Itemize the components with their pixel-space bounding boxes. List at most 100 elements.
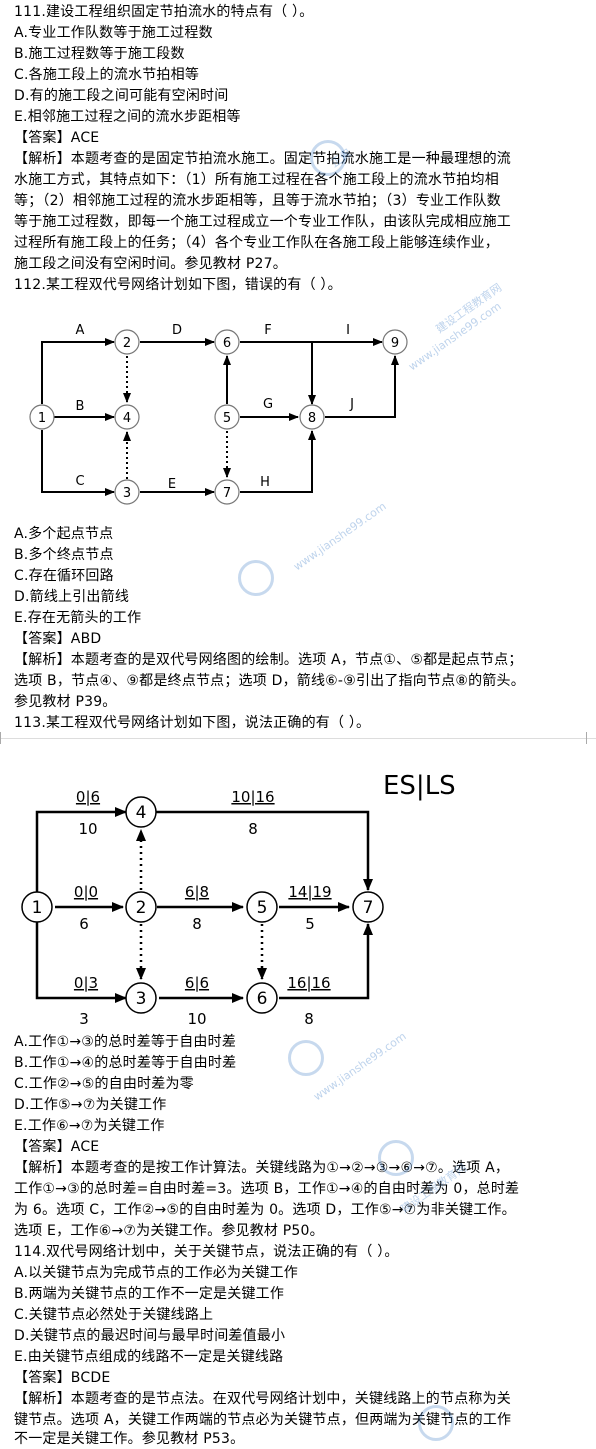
es-ls-5-7: 14|19 <box>288 883 331 901</box>
q113-analysis-line: 工作①→③的总时差=自由时差=3。选项 B，工作①→④的自由时差为 0，总时差 <box>14 1181 520 1197</box>
q111-answer: 【答案】ACE <box>14 130 100 146</box>
q114-analysis-line: 键节点。选项 A，关键工作两端的节点必为关键节点，但两端为关键节点的工作 <box>14 1412 512 1428</box>
node-2: 2 <box>114 329 140 355</box>
es-ls-1-3: 0|3 <box>74 974 98 992</box>
q114-option-e: E.由关键节点组成的线路不一定是关键线路 <box>14 1349 284 1365</box>
svg-text:5: 5 <box>223 411 231 426</box>
q111-analysis-line: 等；（2）相邻施工过程的流水步距相等，且等于流水节拍；（3）专业工作队数 <box>14 193 502 209</box>
q114-answer: 【答案】BCDE <box>14 1370 111 1386</box>
watermark-logo-icon <box>238 560 274 596</box>
q111-analysis-line: 等于施工过程数，即每一个施工过程成立一个专业工作队，由该队完成相应施工 <box>14 214 511 230</box>
q111-analysis-line: 施工段之间没有空闲时间。参见教材 P27。 <box>14 256 287 272</box>
watermark-logo-icon <box>288 1040 324 1076</box>
node-4: 4 <box>114 404 140 430</box>
node-8: 8 <box>299 404 325 430</box>
svg-text:3: 3 <box>136 989 147 1009</box>
node-5: 5 <box>214 404 240 430</box>
watermark-url: www.jianshe99.com <box>311 1029 409 1104</box>
label-c: C <box>75 474 84 489</box>
q114-option-d: D.关键节点的最迟时间与最早时间差值最小 <box>14 1328 286 1344</box>
svg-text:1: 1 <box>32 898 43 918</box>
duration-1-4: 10 <box>78 820 97 838</box>
q114-option-a: A.以关键节点为完成节点的工作必为关键工作 <box>14 1265 298 1281</box>
q113-option-c: C.工作②→⑤的自由时差为零 <box>14 1076 194 1092</box>
q113-analysis-line: 【解析】本题考查的是按工作计算法。关键线路为①→②→③→⑥→⑦。选项 A， <box>14 1160 510 1176</box>
q112-option-e: E.存在无箭头的工作 <box>14 610 142 626</box>
node-7: 7 <box>214 479 240 505</box>
q114-option-c: C.关键节点必然处于关键线路上 <box>14 1307 214 1323</box>
label-g: G <box>263 397 273 412</box>
q113-analysis-line: 选项 E，工作⑥→⑦为关键工作。参见教材 P50。 <box>14 1223 324 1239</box>
q112-option-c: C.存在循环回路 <box>14 568 114 584</box>
node-7: 7 <box>352 891 384 923</box>
label-a: A <box>76 323 85 338</box>
label-d: D <box>172 323 182 338</box>
label-i: I <box>346 323 350 338</box>
q112-network-diagram: 1 2 3 4 5 6 7 8 9 A B C D E F G H I J <box>29 323 408 505</box>
q113-analysis-line: 为 6。选项 C，工作②→⑤的自由时差为 0。选项 D，工作⑤→⑦为非关键工作。 <box>14 1202 516 1218</box>
svg-text:6: 6 <box>257 989 268 1009</box>
q112-option-a: A.多个起点节点 <box>14 526 114 542</box>
watermark-logo-icon <box>378 1140 414 1176</box>
svg-text:5: 5 <box>257 898 268 918</box>
q111-option-b: B.施工过程数等于施工段数 <box>14 46 185 62</box>
es-ls-1-4: 0|6 <box>76 788 100 806</box>
q112-analysis-line: 选项 B，节点④、⑨都是终点节点；选项 D，箭线⑥-⑨引出了指向节点⑧的箭头。 <box>14 673 525 689</box>
node-9: 9 <box>382 329 408 355</box>
es-ls-6-7: 16|16 <box>287 974 330 992</box>
svg-text:2: 2 <box>136 898 147 918</box>
node-6: 6 <box>214 329 240 355</box>
arrow-a <box>41 338 115 404</box>
duration-1-2: 6 <box>79 915 89 933</box>
q113-option-a: A.工作①→③的总时差等于自由时差 <box>14 1034 237 1050</box>
duration-3-6: 10 <box>187 1010 206 1028</box>
q111-option-e: E.相邻施工过程之间的流水步距相等 <box>14 109 241 125</box>
node-1: 1 <box>21 891 53 923</box>
label-f: F <box>264 323 271 338</box>
q114-question: 114.双代号网络计划中，关于关键节点，说法正确的有（ ）。 <box>14 1244 399 1260</box>
duration-1-3: 3 <box>79 1010 89 1028</box>
q111-option-a: A.专业工作队数等于施工过程数 <box>14 25 213 41</box>
arrow-4-7 <box>156 810 373 891</box>
node-1: 1 <box>29 404 55 430</box>
node-6: 6 <box>246 982 278 1014</box>
node-5: 5 <box>246 891 278 923</box>
page-separator <box>0 738 596 739</box>
duration-5-7: 5 <box>305 915 315 933</box>
svg-text:9: 9 <box>391 336 399 351</box>
svg-text:7: 7 <box>363 898 374 918</box>
label-e: E <box>168 477 176 492</box>
arrow-h <box>240 430 316 493</box>
watermark-logo-icon <box>310 140 346 176</box>
page-corner-mark <box>0 732 11 744</box>
q112-option-d: D.箭线上引出箭线 <box>14 589 130 605</box>
q111-analysis-line: 过程所有施工段上的任务；（4）各个专业工作队在各施工段上能够连续作业， <box>14 235 499 251</box>
duration-2-5: 8 <box>192 915 202 933</box>
q112-answer: 【答案】ABD <box>14 631 102 647</box>
q114-analysis-line: 【解析】本题考查的是节点法。在双代号网络计划中，关键线路上的节点称为关 <box>14 1391 511 1407</box>
label-j: J <box>349 397 354 412</box>
q114-option-b: B.两端为关键节点的工作不一定是关键工作 <box>14 1286 285 1302</box>
q112-analysis-line: 参见教材 P39。 <box>14 694 117 710</box>
svg-text:6: 6 <box>223 336 231 351</box>
q113-question: 113.某工程双代号网络计划如下图，说法正确的有（ ）。 <box>14 715 371 731</box>
svg-text:1: 1 <box>38 411 46 426</box>
svg-text:4: 4 <box>136 803 147 823</box>
arrow-1-3 <box>35 922 127 1003</box>
label-b: B <box>76 399 85 414</box>
q113-option-b: B.工作①→④的总时差等于自由时差 <box>14 1055 237 1071</box>
es-ls-legend: ES|LS <box>383 771 456 801</box>
q111-analysis-line: 水施工方式，其特点如下：（1）所有施工过程在各个施工段上的流水节拍均相 <box>14 172 499 188</box>
q112-analysis-line: 【解析】本题考查的是双代号网络图的绘制。选项 A，节点①、⑤都是起点节点； <box>14 652 523 668</box>
page-corner-mark <box>586 732 596 744</box>
arrow-1-4 <box>35 807 127 892</box>
node-3: 3 <box>114 479 140 505</box>
es-ls-2-5: 6|8 <box>185 883 209 901</box>
svg-text:2: 2 <box>123 336 131 351</box>
duration-4-7: 8 <box>248 820 258 838</box>
q113-option-e: E.工作⑥→⑦为关键工作 <box>14 1118 165 1134</box>
svg-text:7: 7 <box>223 486 231 501</box>
watermark-url: www.jianshe99.com <box>291 499 389 574</box>
q113-network-diagram: ES|LS 1 2 3 4 5 6 7 0|6 10 10|16 8 0|0 6… <box>21 771 456 1028</box>
q113-answer: 【答案】ACE <box>14 1139 100 1155</box>
